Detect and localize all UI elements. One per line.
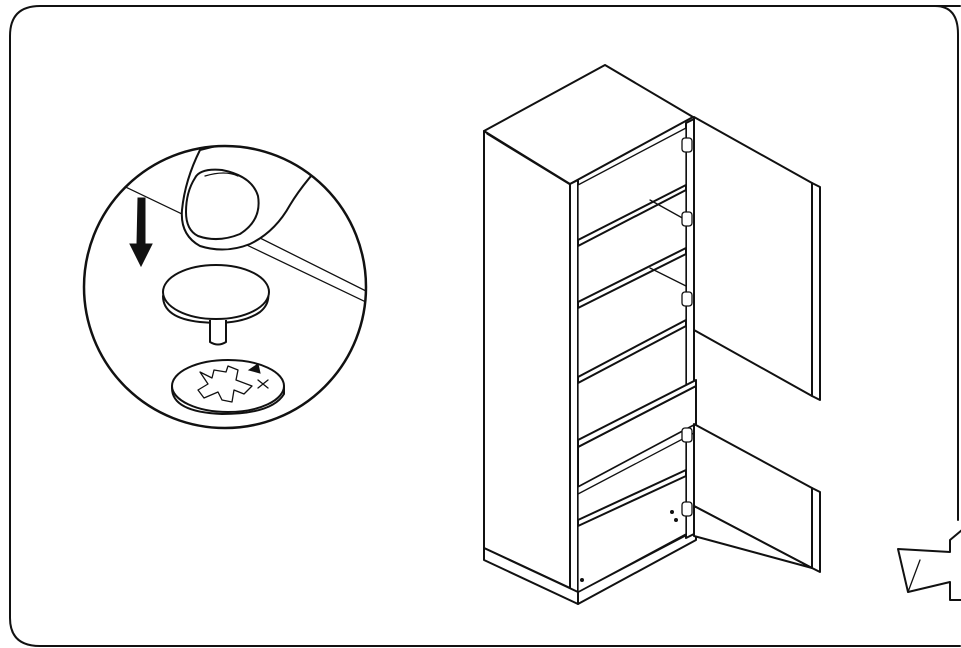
leveler-cap-icon: [162, 264, 270, 346]
page-frame-right: [934, 5, 959, 521]
page-frame: [9, 5, 961, 647]
hinge-icon: [681, 137, 693, 517]
upper-door: [693, 116, 821, 401]
shelf: [577, 184, 687, 527]
lower-door: [693, 423, 821, 573]
detail-magnifier: [82, 144, 368, 430]
down-arrow-icon: [129, 197, 153, 268]
drawer: [577, 379, 697, 495]
next-page-arrow-icon: [897, 529, 961, 601]
tall-cabinet: [483, 64, 821, 605]
leveler-base-icon: [171, 359, 285, 415]
